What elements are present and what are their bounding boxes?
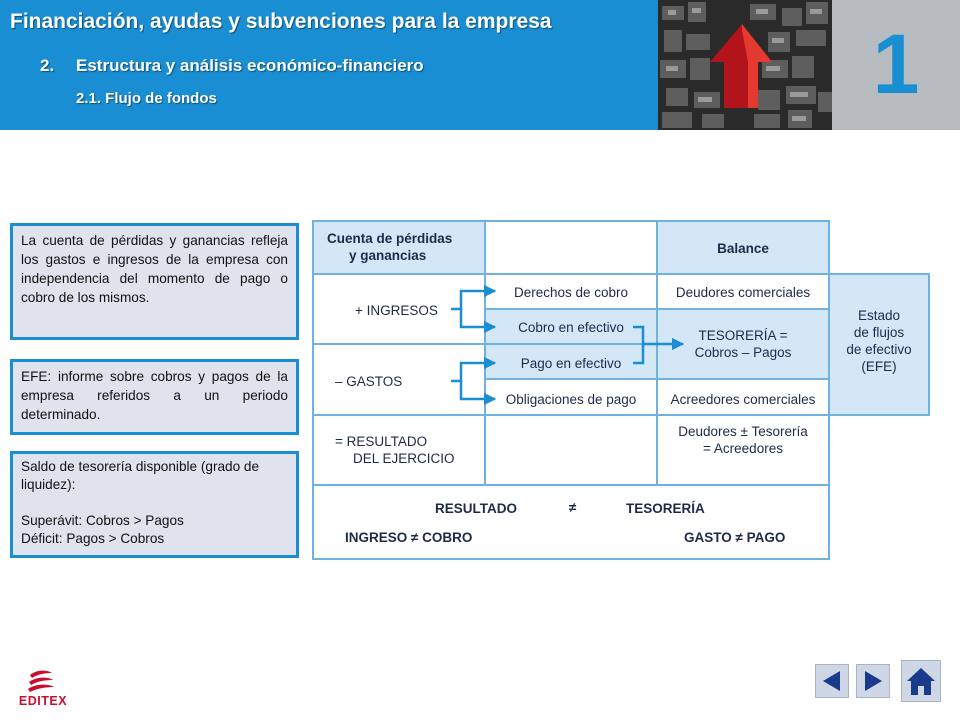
deudores-comerciales-label: Deudores comerciales (675, 285, 811, 300)
obligaciones-pago-label: Obligaciones de pago (505, 392, 637, 407)
page-title: Financiación, ayudas y subvenciones para… (10, 10, 552, 33)
balance-equation: Deudores ± Tesorería = Acreedores (678, 424, 808, 456)
section-title-text: Estructura y análisis económico-financie… (76, 56, 424, 75)
header-image (658, 0, 832, 130)
section-number: 2. (40, 56, 55, 75)
info-box-pyg: La cuenta de pérdidas y ganancias reflej… (10, 223, 299, 340)
info-box-tesoreria-line1: Saldo de tesorería disponible (grado de … (21, 459, 260, 492)
logo-text: EDITEX (18, 694, 68, 708)
chapter-number: 1 (872, 17, 920, 111)
balance-header: Balance (717, 241, 769, 256)
next-slide-button[interactable] (856, 664, 890, 698)
resultado-ejercicio-label: = RESULTADO DEL EJERCICIO (335, 434, 455, 466)
letters-red-arrow-image (658, 0, 832, 130)
pago-efectivo-label: Pago en efectivo (520, 356, 622, 371)
left-arrow-icon (823, 671, 840, 691)
info-box-tesoreria-line3: Déficit: Pagos > Cobros (21, 531, 165, 546)
tesoreria-bottom-label: TESORERÍA (626, 501, 705, 516)
info-box-efe: EFE: informe sobre cobros y pagos de la … (10, 359, 299, 435)
info-box-tesoreria: Saldo de tesorería disponible (grado de … (10, 451, 299, 558)
not-equal-symbol: ≠ (569, 500, 577, 515)
home-button[interactable] (901, 660, 941, 702)
acreedores-comerciales-label: Acreedores comerciales (670, 392, 816, 407)
diagram-frame (312, 220, 930, 560)
section-title: 2. Estructura y análisis económico-financ… (40, 56, 424, 76)
cash-flow-diagram: Cuenta de pérdidas y ganancias Balance +… (311, 219, 931, 561)
gastos-label: – GASTOS (335, 374, 403, 389)
header: Financiación, ayudas y subvenciones para… (0, 0, 960, 130)
pyg-header: Cuenta de pérdidas y ganancias (327, 231, 453, 263)
derechos-cobro-label: Derechos de cobro (513, 285, 629, 300)
efe-label: Estado de flujos de efectivo (EFE) (846, 308, 912, 374)
header-chapter-panel (832, 0, 960, 130)
cobro-efectivo-label: Cobro en efectivo (518, 320, 624, 335)
info-box-tesoreria-line2: Superávit: Cobros > Pagos (21, 513, 184, 528)
header-banner (0, 0, 658, 130)
previous-slide-button[interactable] (815, 664, 849, 698)
editex-logo-mark (28, 670, 54, 692)
home-icon (907, 668, 935, 695)
tesoreria-formula: TESORERÍA = Cobros – Pagos (694, 328, 792, 360)
editex-logo: EDITEX (12, 668, 74, 712)
ingresos-label: + INGRESOS (355, 303, 438, 318)
gasto-pago-label: GASTO ≠ PAGO (684, 530, 786, 545)
resultado-bottom-label: RESULTADO (435, 501, 517, 516)
ingreso-cobro-label: INGRESO ≠ COBRO (345, 530, 473, 545)
subsection-title: 2.1. Flujo de fondos (76, 90, 217, 107)
right-arrow-icon (865, 671, 882, 691)
